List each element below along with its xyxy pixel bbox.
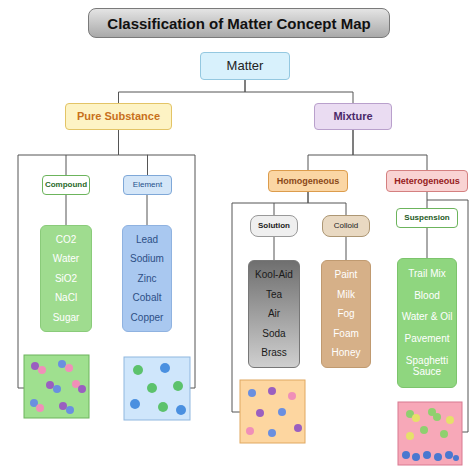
connector-line bbox=[427, 192, 428, 208]
example-text: Honey bbox=[332, 347, 361, 359]
connector-line bbox=[427, 228, 428, 258]
node-label: Heterogeneous bbox=[394, 176, 460, 186]
example-text: CO2 bbox=[56, 234, 77, 246]
example-text: Kool-Aid bbox=[255, 269, 293, 281]
node-label: Homogeneous bbox=[277, 176, 340, 186]
node-label: Pure Substance bbox=[77, 110, 160, 123]
connector-line bbox=[119, 130, 148, 175]
example-text: Pavement bbox=[404, 333, 449, 345]
example-text: Paint bbox=[335, 269, 358, 281]
example-text: Zinc bbox=[138, 273, 157, 285]
example-list: LeadSodiumZincCobaltCopper bbox=[122, 225, 172, 332]
title-text: Classification of Matter Concept Map bbox=[107, 15, 370, 32]
connector-line bbox=[245, 80, 353, 103]
connector-line bbox=[346, 237, 347, 260]
connector-line bbox=[308, 130, 353, 170]
subtype-box: Suspension bbox=[396, 208, 458, 228]
example-text: Tea bbox=[266, 289, 282, 301]
example-text: Water & Oil bbox=[402, 311, 453, 323]
example-list: CO2WaterSiO2NaClSugar bbox=[40, 225, 92, 332]
type-box: Homogeneous bbox=[268, 170, 348, 192]
element-picture bbox=[124, 357, 190, 420]
example-text: Milk bbox=[337, 289, 355, 301]
type-box: Compound bbox=[42, 175, 90, 195]
example-text: Cobalt bbox=[133, 292, 162, 304]
node-label: Solution bbox=[258, 221, 290, 230]
compound-picture bbox=[24, 355, 89, 418]
connector-line bbox=[147, 195, 148, 225]
example-list: Trail MixBloodWater & OilPavementSpaghet… bbox=[397, 258, 457, 388]
heterogeneous-picture bbox=[398, 402, 462, 465]
example-text: Spaghetti Sauce bbox=[400, 355, 454, 378]
example-text: Lead bbox=[136, 234, 158, 246]
example-text: Trail Mix bbox=[408, 268, 445, 280]
root-box: Matter bbox=[200, 52, 290, 80]
connector-line bbox=[274, 192, 308, 215]
example-list: PaintMilkFogFoamHoney bbox=[321, 260, 371, 368]
connector-line bbox=[353, 130, 427, 170]
example-text: Blood bbox=[414, 290, 440, 302]
node-label: Mixture bbox=[333, 110, 372, 123]
node-label: Compound bbox=[45, 180, 87, 189]
node-label: Colloid bbox=[334, 221, 358, 230]
example-text: Air bbox=[268, 308, 280, 320]
node-label: Element bbox=[133, 180, 162, 189]
category-box: Pure Substance bbox=[65, 103, 172, 130]
homogeneous-picture bbox=[240, 380, 305, 443]
connector-line bbox=[274, 237, 275, 260]
example-text: SiO2 bbox=[55, 273, 77, 285]
example-text: Fog bbox=[337, 308, 354, 320]
example-text: Copper bbox=[131, 312, 164, 324]
connector-line bbox=[308, 192, 346, 215]
subtype-box: Colloid bbox=[322, 215, 370, 237]
type-box: Element bbox=[123, 175, 172, 195]
example-list: Kool-AidTeaAirSodaBrass bbox=[248, 260, 300, 368]
category-box: Mixture bbox=[314, 103, 392, 130]
title-banner: Classification of Matter Concept Map bbox=[88, 8, 390, 38]
example-text: NaCl bbox=[55, 292, 77, 304]
example-text: Water bbox=[53, 253, 79, 265]
connector-line bbox=[119, 80, 246, 103]
connector-line bbox=[66, 195, 67, 225]
node-label: Suspension bbox=[404, 213, 449, 222]
example-text: Sugar bbox=[53, 312, 80, 324]
example-text: Soda bbox=[262, 328, 285, 340]
subtype-box: Solution bbox=[250, 215, 298, 237]
example-text: Brass bbox=[261, 347, 287, 359]
type-box: Heterogeneous bbox=[386, 170, 468, 192]
node-label: Matter bbox=[227, 59, 264, 74]
example-text: Sodium bbox=[130, 253, 164, 265]
example-text: Foam bbox=[333, 328, 359, 340]
connector-line bbox=[66, 130, 119, 175]
